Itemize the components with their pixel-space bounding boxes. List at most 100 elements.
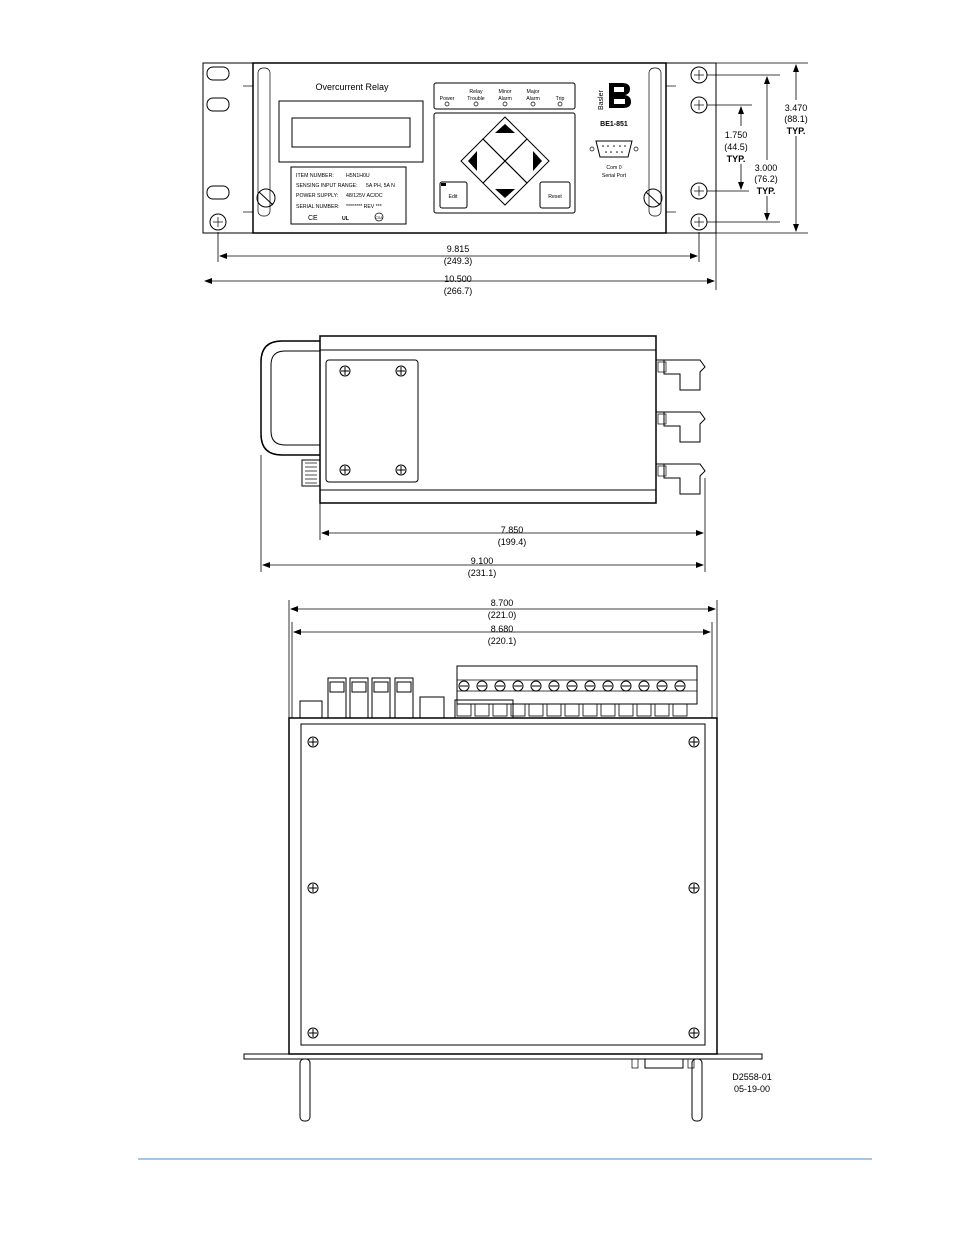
svg-text:POWER SUPPLY:: POWER SUPPLY: xyxy=(296,193,338,199)
reset-button[interactable] xyxy=(539,181,571,209)
ce-mark: CE xyxy=(308,215,318,222)
top-chassis xyxy=(288,717,718,1055)
svg-text:(76.2): (76.2) xyxy=(754,174,778,184)
dim-outer-width: 10.500 xyxy=(444,274,472,284)
terminal-lug xyxy=(654,703,670,717)
terminal-lug xyxy=(600,703,616,717)
svg-text:******** REV ***: ******** REV *** xyxy=(346,204,382,210)
serial-port-icon xyxy=(589,140,639,158)
dim-hole-spacing-2: 3.000 xyxy=(755,163,778,173)
svg-text:48/125V AC/DC: 48/125V AC/DC xyxy=(346,193,383,199)
terminal-lug xyxy=(546,703,562,717)
svg-text:Relay: Relay xyxy=(469,89,483,95)
rear-connectors xyxy=(299,677,514,719)
mounting-hole-icon xyxy=(690,66,708,231)
terminal-lug xyxy=(474,703,490,717)
svg-text:(199.4): (199.4) xyxy=(498,537,527,547)
terminal-screw-icon xyxy=(494,680,506,692)
terminal-screw-icon xyxy=(476,680,488,692)
terminal-lug xyxy=(492,703,508,717)
terminal-screw-icon xyxy=(674,680,686,692)
panel-screw-right xyxy=(643,188,663,208)
terminal-screw-icon xyxy=(656,680,668,692)
svg-text:Power: Power xyxy=(440,96,455,102)
side-knob xyxy=(301,459,321,487)
terminal-lug xyxy=(672,703,688,717)
svg-text:Reset: Reset xyxy=(548,194,562,200)
svg-text:TYP.: TYP. xyxy=(787,126,806,136)
side-cover-plate xyxy=(325,359,419,483)
svg-text:TYP.: TYP. xyxy=(727,154,746,164)
svg-text:Major: Major xyxy=(527,89,540,95)
terminal-screw-icon xyxy=(530,680,542,692)
drawing-date: 05-19-00 xyxy=(734,1084,770,1094)
keypad-panel xyxy=(433,112,576,214)
top-view: 8.700 (221.0) 8.680 (220.1) xyxy=(243,598,772,1122)
screw-icon xyxy=(307,736,700,1039)
terminal-screw-icon xyxy=(584,680,596,692)
nameplate-label xyxy=(290,166,407,225)
panel-screw-left xyxy=(256,188,276,208)
terminal-lug xyxy=(636,703,652,717)
terminal-lug xyxy=(510,703,526,717)
svg-text:Com 0: Com 0 xyxy=(606,165,621,171)
terminal-lug xyxy=(618,703,634,717)
basler-logo-icon xyxy=(609,83,631,108)
terminal-lug xyxy=(456,703,472,717)
model-number: BE1-851 xyxy=(600,121,628,128)
terminal-screw-icon xyxy=(548,680,560,692)
terminal-screw-icon xyxy=(458,680,470,692)
arrow-left-button[interactable] xyxy=(460,138,506,184)
terminal-screw-icon xyxy=(602,680,614,692)
csa-mark: CSA xyxy=(376,216,384,220)
svg-text:SERIAL NUMBER:: SERIAL NUMBER: xyxy=(296,204,340,210)
side-chassis xyxy=(319,335,657,504)
front-panel xyxy=(252,62,667,234)
top-cover xyxy=(300,723,706,1046)
screw-icon xyxy=(339,365,407,476)
terminal-screw-icon xyxy=(620,680,632,692)
rear-terminal-block xyxy=(656,359,706,495)
label-rows: ITEM NUMBER: H5N1H0U SENSING INPUT RANGE… xyxy=(296,173,395,210)
terminal-screw-icon xyxy=(566,680,578,692)
svg-text:(88.1): (88.1) xyxy=(784,114,808,124)
front-flange xyxy=(243,1053,763,1060)
terminal-screw-icon xyxy=(638,680,650,692)
dim-top-outer: 8.700 xyxy=(491,598,514,608)
svg-text:TYP.: TYP. xyxy=(757,186,776,196)
lcd-bezel xyxy=(278,100,424,163)
svg-text:(231.1): (231.1) xyxy=(468,568,497,578)
svg-text:Minor: Minor xyxy=(499,89,512,95)
lcd-display xyxy=(291,117,411,148)
svg-text:ITEM NUMBER:: ITEM NUMBER: xyxy=(296,173,334,179)
arrow-up-button[interactable] xyxy=(482,116,528,162)
dim-inner-width: 9.815 xyxy=(447,244,470,254)
terminal-screw-icon xyxy=(512,680,524,692)
front-serial-port xyxy=(644,1058,684,1069)
svg-text:Alarm: Alarm xyxy=(498,96,512,102)
arrow-down-button[interactable] xyxy=(482,160,528,206)
front-view: Overcurrent Relay ITEM NUMBER: H5N1H0U S… xyxy=(202,62,815,296)
front-handle-right xyxy=(691,1058,703,1122)
terminal-screws xyxy=(456,680,688,717)
svg-text:H5N1H0U: H5N1H0U xyxy=(346,173,370,179)
ul-mark: UL xyxy=(342,216,350,222)
svg-text:Trip: Trip xyxy=(556,96,565,102)
handle xyxy=(260,340,320,456)
led-indicator xyxy=(444,101,563,107)
svg-text:(221.0): (221.0) xyxy=(488,610,517,620)
svg-text:(44.5): (44.5) xyxy=(724,142,748,152)
drawing-number: D2558-01 xyxy=(732,1072,772,1082)
front-handle-left xyxy=(299,1058,311,1122)
edit-button[interactable] xyxy=(439,181,468,209)
led-strip xyxy=(433,82,576,110)
dim-side-body: 7.850 xyxy=(501,525,524,535)
led-labels: Power Relay Trouble Minor Alarm Major Al… xyxy=(440,89,565,102)
arrow-right-button[interactable] xyxy=(504,138,550,184)
side-view: 7.850 (199.4) 9.100 (231.1) xyxy=(260,335,706,578)
brand-name: Basler xyxy=(598,89,605,110)
svg-text:Serial Port: Serial Port xyxy=(602,173,627,179)
svg-text:SENSING INPUT RANGE:: SENSING INPUT RANGE: xyxy=(296,183,358,189)
right-mounting-ear xyxy=(665,62,717,234)
